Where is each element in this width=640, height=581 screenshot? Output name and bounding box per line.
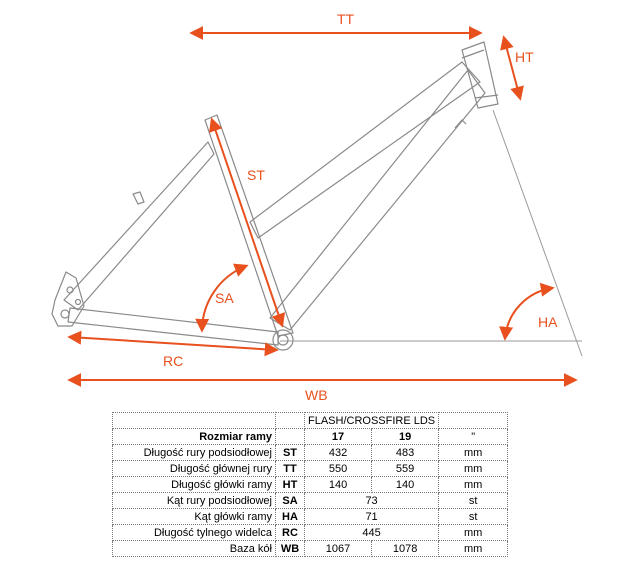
tt-label: TT [337, 11, 355, 27]
ha-label: HA [538, 314, 558, 330]
sa-angle-arrow [195, 263, 249, 333]
size-19: 19 [371, 428, 440, 445]
table-row: Baza kół WB 1067 1078 mm [112, 540, 509, 557]
st-dimension-arrow [208, 117, 286, 328]
reference-lines [280, 109, 583, 357]
geometry-table: FLASH/CROSSFIRE LDS Rozmiar ramy 17 19 "… [112, 412, 509, 557]
downtube-cable-stop [454, 119, 467, 129]
dimension-arrows [67, 26, 578, 387]
size-17: 17 [303, 428, 373, 445]
bottom-bracket [272, 329, 294, 351]
size-unit: " [438, 428, 509, 445]
top-tube [249, 61, 481, 239]
head-tube-cap-top [461, 49, 485, 59]
size-row: Rozmiar ramy 17 19 " [112, 428, 509, 445]
steering-axis-line [492, 109, 583, 357]
wb-label: WB [305, 387, 328, 400]
down-tube [269, 69, 486, 331]
head-tube [461, 41, 499, 109]
table-row: Kąt główki ramy HA 71 st [112, 508, 509, 525]
ht-dimension-arrow [500, 35, 524, 101]
model-name: FLASH/CROSSFIRE LDS [303, 412, 440, 429]
rc-dimension-arrow [67, 330, 279, 357]
seat-stays [63, 141, 215, 311]
table-row: Długość rury podsiodłowej ST 432 483 mm [112, 444, 509, 461]
table-header-row: FLASH/CROSSFIRE LDS [112, 412, 509, 429]
ha-angle-arrow [499, 282, 555, 341]
st-label: ST [247, 167, 265, 183]
cable-guide [132, 191, 145, 205]
size-label: Rozmiar ramy [112, 428, 276, 445]
table-row: Długość głównej rury TT 550 559 mm [112, 460, 509, 477]
head-tube-cap-bottom [474, 94, 499, 99]
sa-label: SA [215, 290, 234, 306]
table-row: Długość główki ramy HT 140 140 mm [112, 476, 509, 493]
frame-geometry-diagram: TT HT ST SA HA RC WB [51, 11, 583, 400]
rear-dropout [51, 271, 85, 327]
ht-label: HT [515, 49, 534, 65]
table-row: Kąt rury podsiodłowej SA 73 st [112, 492, 509, 509]
rc-label: RC [163, 353, 183, 369]
table-row: Długość tylnego widelca RC 445 mm [112, 524, 509, 541]
